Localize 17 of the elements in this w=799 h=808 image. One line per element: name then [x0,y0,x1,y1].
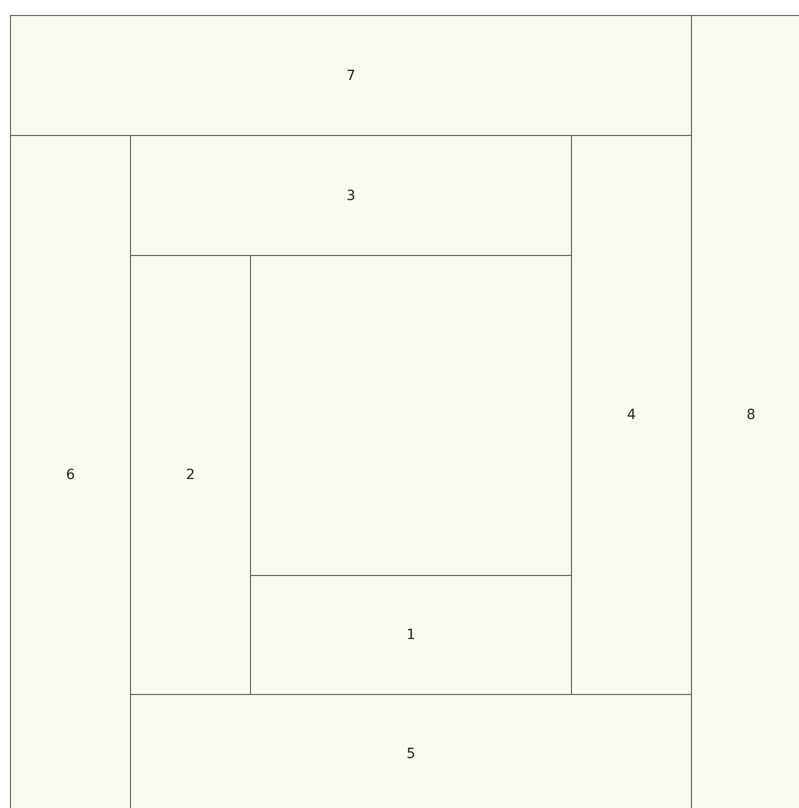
patch-number: 3 [346,188,356,204]
fabric-patch [130,135,572,256]
fabric-patch [10,15,692,136]
patch-number: 5 [406,746,416,762]
patch-number: 6 [66,467,75,483]
patch-number: 8 [746,407,756,423]
fabric-patch [250,255,572,576]
fabric-patch [571,135,692,695]
fabric-patch [130,694,692,808]
patch-number: 2 [186,467,195,483]
fabric-patch [691,15,799,808]
patch-number: 7 [346,68,356,84]
patch-number: 1 [406,627,416,643]
fabric-patch [10,135,131,808]
patch-number: 4 [627,407,636,423]
fabric-patch [130,255,251,695]
fabric-patch [250,575,572,695]
